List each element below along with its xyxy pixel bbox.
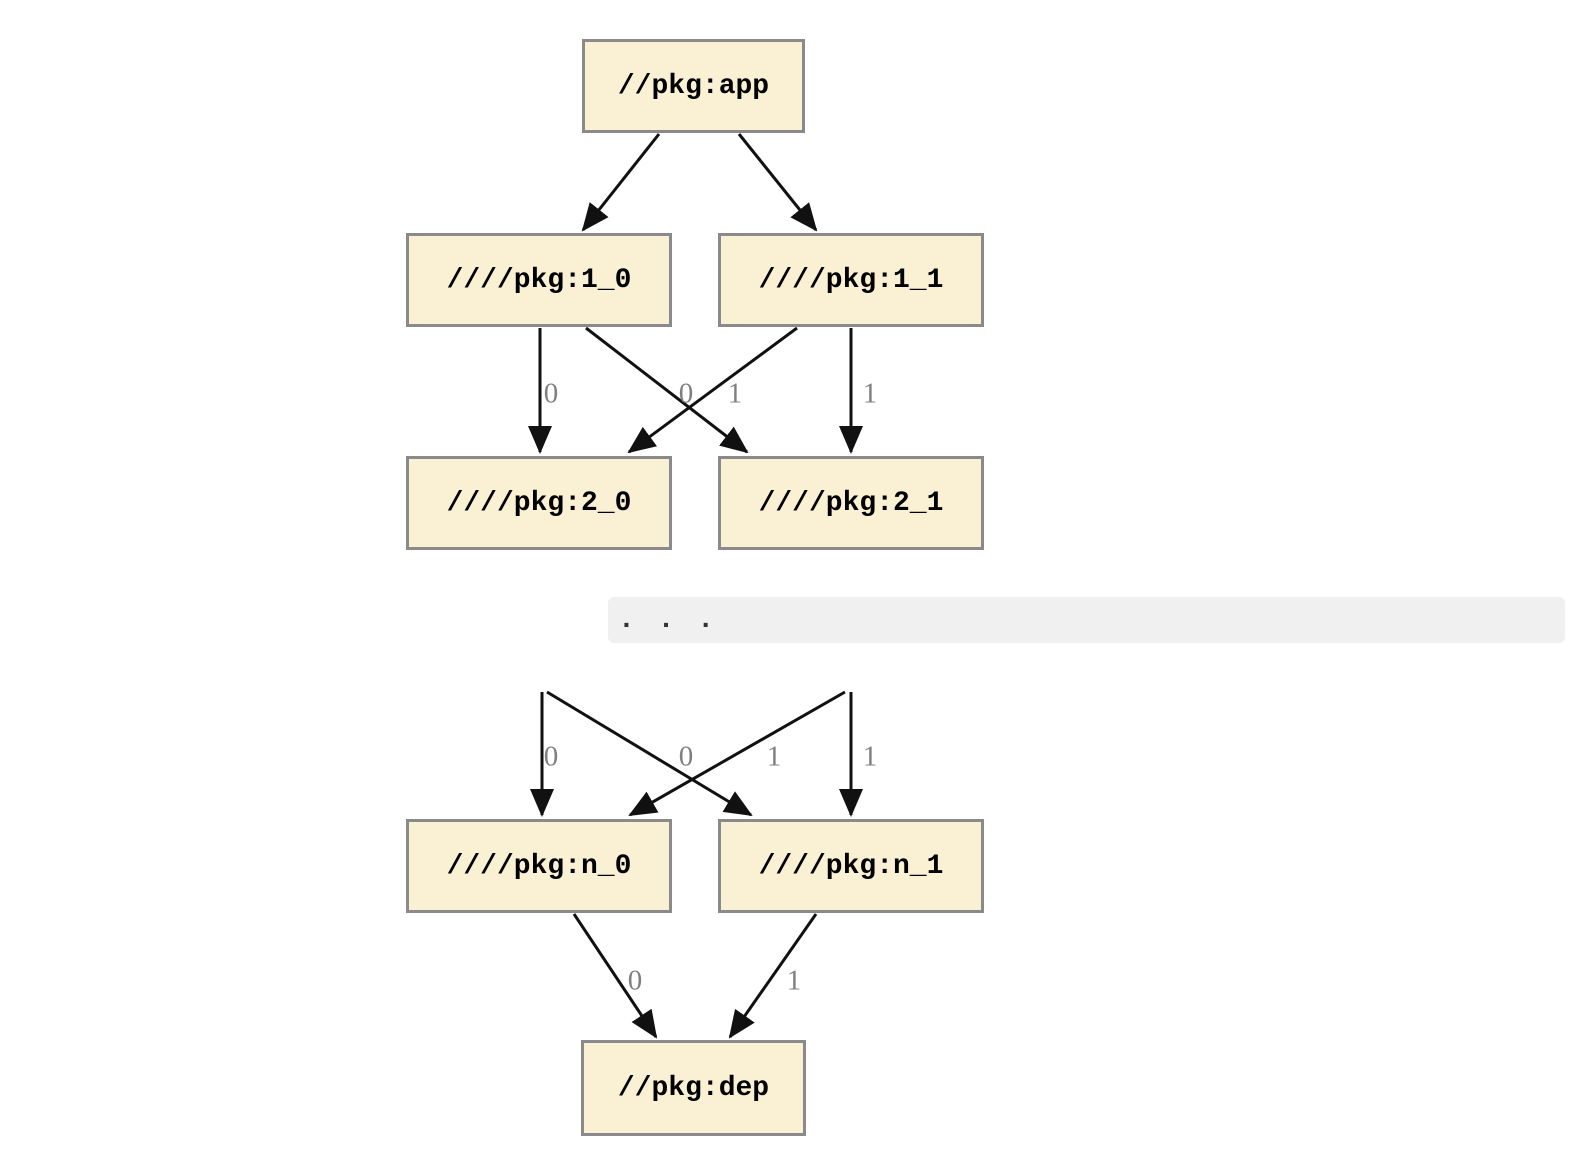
node-label: //pkg:app xyxy=(617,70,770,102)
node-label: ////pkg:1_0 xyxy=(446,264,632,296)
edge-ellipsis-to-n_0-diagonal xyxy=(628,690,846,817)
node-pkg-app: //pkg:app xyxy=(582,39,805,133)
edge-label-n_1-diagonal: 1 xyxy=(766,740,782,773)
edge-app-to-1_0 xyxy=(581,133,661,232)
edge-label-1_0-2_0: 0 xyxy=(543,377,559,410)
node-label: ////pkg:2_1 xyxy=(758,487,944,519)
edge-n_0-to-dep xyxy=(572,913,658,1039)
node-pkg-n_0: ////pkg:n_0 xyxy=(406,819,672,913)
edge-1_1-to-2_0 xyxy=(627,326,798,454)
ellipsis-band: . . . xyxy=(608,597,1565,643)
edge-label-1_1-2_0: 0 xyxy=(678,377,694,410)
edge-ellipsis-to-n_1-diagonal xyxy=(546,690,753,817)
node-label: ////pkg:n_0 xyxy=(446,850,632,882)
node-pkg-1_0: ////pkg:1_0 xyxy=(406,233,672,327)
edge-label-n_1-dep: 1 xyxy=(786,964,802,997)
edge-app-to-1_1 xyxy=(737,133,818,232)
edge-label-n_1-vertical: 1 xyxy=(862,740,878,773)
node-pkg-1_1: ////pkg:1_1 xyxy=(718,233,984,327)
node-pkg-2_1: ////pkg:2_1 xyxy=(718,456,984,550)
edge-label-n_0-diagonal: 0 xyxy=(678,740,694,773)
node-label: //pkg:dep xyxy=(617,1072,770,1104)
node-label: ////pkg:1_1 xyxy=(758,264,944,296)
node-label: ////pkg:n_1 xyxy=(758,850,944,882)
node-pkg-n_1: ////pkg:n_1 xyxy=(718,819,984,913)
edge-1_0-to-2_1 xyxy=(585,326,749,454)
ellipsis-text: . . . xyxy=(618,604,718,636)
edge-label-n_0-dep: 0 xyxy=(627,964,643,997)
edge-n_1-to-dep xyxy=(728,913,818,1039)
edge-label-1_1-2_1: 1 xyxy=(862,377,878,410)
node-pkg-dep: //pkg:dep xyxy=(581,1040,806,1136)
edge-label-1_0-2_1: 1 xyxy=(727,377,743,410)
edge-label-n_0-vertical: 0 xyxy=(543,740,559,773)
node-pkg-2_0: ////pkg:2_0 xyxy=(406,456,672,550)
node-label: ////pkg:2_0 xyxy=(446,487,632,519)
